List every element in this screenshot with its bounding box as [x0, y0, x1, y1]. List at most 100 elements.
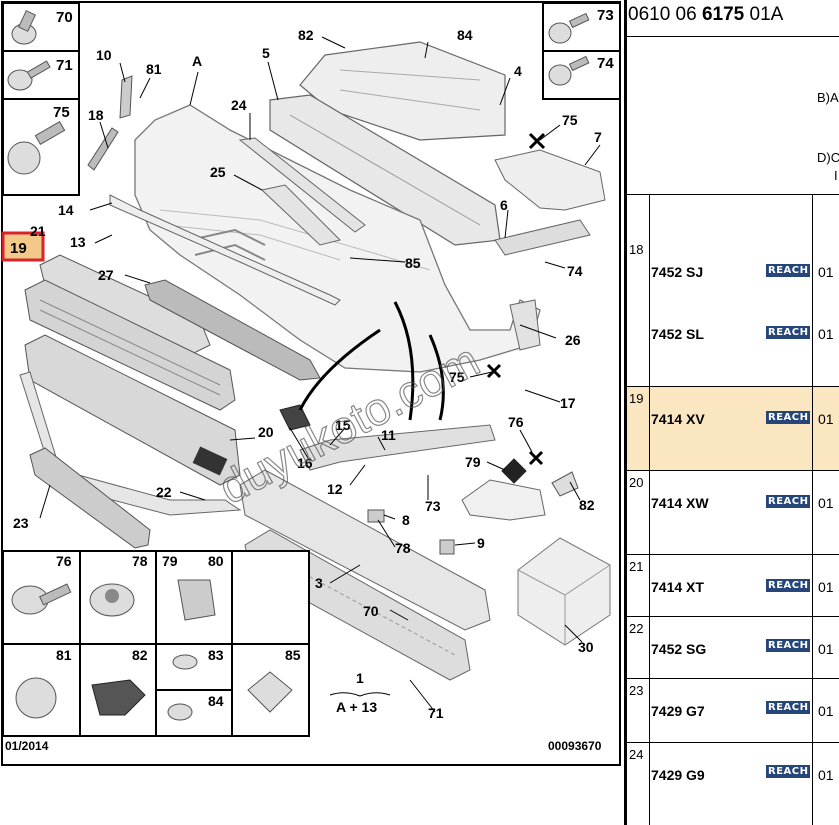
svg-text:73: 73	[425, 498, 441, 514]
svg-text:23: 23	[13, 515, 29, 531]
callout-82: 82	[132, 647, 148, 663]
fastener-box-71[interactable]: 71	[2, 50, 80, 100]
svg-text:A: A	[192, 53, 202, 69]
svg-text:12: 12	[327, 481, 343, 497]
fog-arrows	[298, 301, 445, 421]
svg-text:30: 30	[578, 639, 594, 655]
part-qty: 01	[818, 641, 834, 657]
exploded-parts-diagram: 70 71 75 73 74 19	[1, 1, 621, 766]
table-column-line	[812, 194, 813, 825]
fastener-box-74[interactable]: 74	[542, 50, 621, 100]
part-ref: 7414 XT	[651, 579, 704, 595]
callout-73: 73	[597, 7, 614, 24]
svg-text:84: 84	[457, 27, 473, 43]
svg-text:79: 79	[465, 454, 481, 470]
part-16-bracket[interactable]	[279, 404, 311, 431]
part-82-clip[interactable]	[551, 471, 579, 497]
svg-text:14: 14	[58, 202, 74, 218]
table-row-24[interactable]: 24 7429 G9 REACH 01	[627, 743, 839, 825]
callout-83: 83	[208, 647, 224, 663]
table-row-19[interactable]: 19 7414 XV REACH 01	[627, 387, 839, 471]
part-3-reinforcement[interactable]	[239, 469, 491, 631]
svg-text:25: 25	[210, 164, 226, 180]
part-ref: 7429 G7	[651, 703, 705, 719]
svg-text:10: 10	[96, 47, 112, 63]
part-26-strip[interactable]	[509, 299, 541, 351]
svg-text:85: 85	[405, 255, 421, 271]
x-markers	[486, 132, 546, 466]
part-14-strip[interactable]	[109, 194, 341, 306]
fastener-box-75[interactable]: 75	[2, 98, 80, 196]
fastener-grid: 76 78 79 80 81 82 83 84 85	[2, 550, 310, 737]
part-30-fastener-kit[interactable]	[517, 537, 611, 646]
svg-text:20: 20	[258, 424, 274, 440]
fastener-box-73[interactable]: 73	[542, 2, 621, 52]
callout-80: 80	[208, 553, 224, 569]
part-8-clip[interactable]	[367, 509, 385, 523]
callout-74: 74	[597, 55, 614, 72]
table-top-border	[627, 194, 839, 195]
svg-text:17: 17	[560, 395, 576, 411]
table-row-20[interactable]: 20 7414 XW REACH 01	[627, 471, 839, 555]
svg-text:4: 4	[514, 63, 522, 79]
row-index: 23	[629, 683, 644, 698]
part-ref: 7429 G9	[651, 767, 705, 783]
part-23-strip[interactable]	[29, 447, 151, 549]
part-qty: 01	[818, 579, 834, 595]
reference-header: 0610 06 6175 01A	[628, 4, 784, 25]
callout-75: 75	[53, 104, 70, 121]
svg-text:26: 26	[565, 332, 581, 348]
assembly-note: 1 A + 13	[329, 670, 391, 715]
svg-text:22: 22	[156, 484, 172, 500]
part-9-clip[interactable]	[439, 539, 455, 555]
part-18-strip[interactable]	[87, 127, 119, 171]
part-25-strip[interactable]	[260, 184, 341, 246]
svg-text:16: 16	[297, 455, 313, 471]
row-index: 22	[629, 621, 644, 636]
svg-text:74: 74	[567, 263, 583, 279]
svg-text:13: 13	[70, 234, 86, 250]
part-10-clip[interactable]	[119, 75, 133, 119]
callout-79: 79	[162, 553, 178, 569]
callout-78: 78	[132, 553, 148, 569]
row-index: 24	[629, 747, 644, 762]
part-6-rail[interactable]	[494, 219, 591, 256]
callout-76: 76	[56, 553, 72, 569]
reach-badge: REACH	[766, 264, 811, 277]
svg-text:9: 9	[477, 535, 485, 551]
svg-text:1: 1	[356, 670, 364, 686]
table-row-18[interactable]: 18 7452 SJ REACH 01 7452 SL REACH 01	[627, 238, 839, 387]
callout-70: 70	[56, 9, 73, 26]
row-index: 21	[629, 559, 644, 574]
reach-badge: REACH	[766, 765, 811, 778]
svg-text:81: 81	[146, 61, 162, 77]
part-ref: 7452 SJ	[651, 264, 704, 280]
part-7-bracket[interactable]	[494, 149, 606, 211]
svg-text:70: 70	[363, 603, 379, 619]
svg-text:18: 18	[88, 107, 104, 123]
svg-text:24: 24	[231, 97, 247, 113]
table-row-23[interactable]: 23 7429 G7 REACH 01	[627, 679, 839, 743]
table-column-line	[649, 194, 650, 825]
fastener-box-70[interactable]: 70	[2, 2, 80, 52]
row-index: 18	[629, 242, 644, 257]
callout-81: 81	[56, 647, 72, 663]
svg-text:82: 82	[579, 497, 595, 513]
part-4-shield[interactable]	[299, 41, 506, 141]
part-19-grille[interactable]	[24, 279, 236, 411]
table-row-21[interactable]: 21 7414 XT REACH 01	[627, 555, 839, 617]
table-row-22[interactable]: 22 7452 SG REACH 01	[627, 617, 839, 679]
callout-19-highlight[interactable]: 19	[1, 231, 45, 262]
row-index: 19	[629, 391, 644, 406]
reach-badge: REACH	[766, 411, 811, 424]
diagram-date: 01/2014	[5, 739, 49, 753]
svg-text:3: 3	[315, 575, 323, 591]
row-index: 20	[629, 475, 644, 490]
part-12-strip[interactable]	[299, 424, 496, 471]
part-79-foglight[interactable]	[461, 458, 546, 521]
header-note-b: B)A	[817, 90, 839, 105]
part-27-bracket[interactable]	[144, 279, 321, 381]
svg-text:78: 78	[395, 540, 411, 556]
part-ref: 7414 XW	[651, 495, 709, 511]
